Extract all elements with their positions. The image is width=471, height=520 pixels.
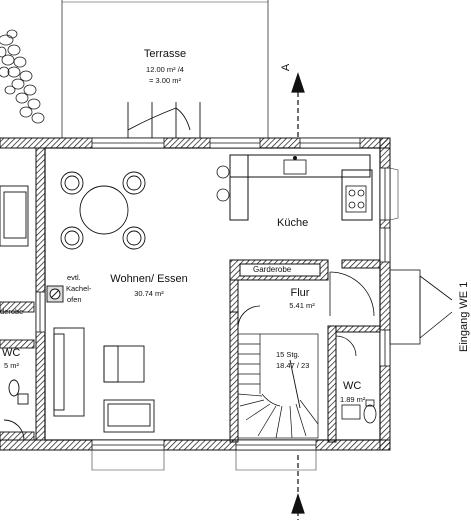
terrace-area-1: 12.00 m² /4 bbox=[146, 65, 184, 74]
entrance-label: Eingang WE 1 bbox=[458, 281, 470, 352]
terrace-area-2: = 3.00 m² bbox=[149, 76, 181, 85]
stove-icon bbox=[46, 285, 64, 303]
kachelofen-label-1: evtl. bbox=[67, 273, 81, 282]
flur-label: Flur bbox=[290, 287, 310, 299]
wc-fixtures bbox=[335, 335, 377, 424]
terrace-label: Terrasse bbox=[143, 48, 187, 60]
neighbor-unit bbox=[0, 185, 35, 441]
garden-stones bbox=[0, 29, 45, 124]
interior-walls bbox=[229, 154, 381, 443]
stairs-steps: 15 Stg. bbox=[276, 350, 300, 359]
wc-left-area: 5 m² bbox=[4, 361, 19, 370]
wc-right-label: WC bbox=[343, 380, 362, 392]
entrance-porch bbox=[389, 269, 453, 345]
flur-area: 5.41 m² bbox=[289, 301, 315, 310]
wc-left-label: WC bbox=[2, 347, 21, 359]
wohnen-label: Wohnen/ Essen bbox=[110, 273, 188, 285]
section-line bbox=[291, 72, 305, 520]
wc-right-area: 1.89 m² bbox=[340, 395, 366, 404]
garderobe-label: Garderobe bbox=[253, 265, 292, 274]
stairs-ratio: 18.47 / 23 bbox=[276, 361, 310, 370]
kachelofen-label-3: ofen bbox=[67, 295, 82, 304]
living-furniture bbox=[53, 327, 155, 433]
kitchen-fixtures bbox=[216, 155, 367, 213]
wohnen-area: 30.74 m² bbox=[134, 289, 164, 298]
kachelofen-label-2: Kachel- bbox=[66, 284, 92, 293]
kueche-label: Küche bbox=[277, 217, 309, 229]
section-marker-label: A bbox=[280, 63, 293, 72]
dining-set bbox=[60, 171, 146, 250]
terrace-door bbox=[127, 102, 201, 138]
section-arrow-top-icon bbox=[291, 72, 305, 93]
staircase bbox=[237, 333, 319, 439]
sills bbox=[91, 167, 399, 471]
windows bbox=[35, 137, 391, 451]
section-arrow-bottom-icon bbox=[291, 493, 305, 514]
left-garderobe-label: derobe bbox=[0, 307, 24, 316]
terrace-outline bbox=[61, 0, 269, 138]
flur-door bbox=[237, 271, 375, 329]
